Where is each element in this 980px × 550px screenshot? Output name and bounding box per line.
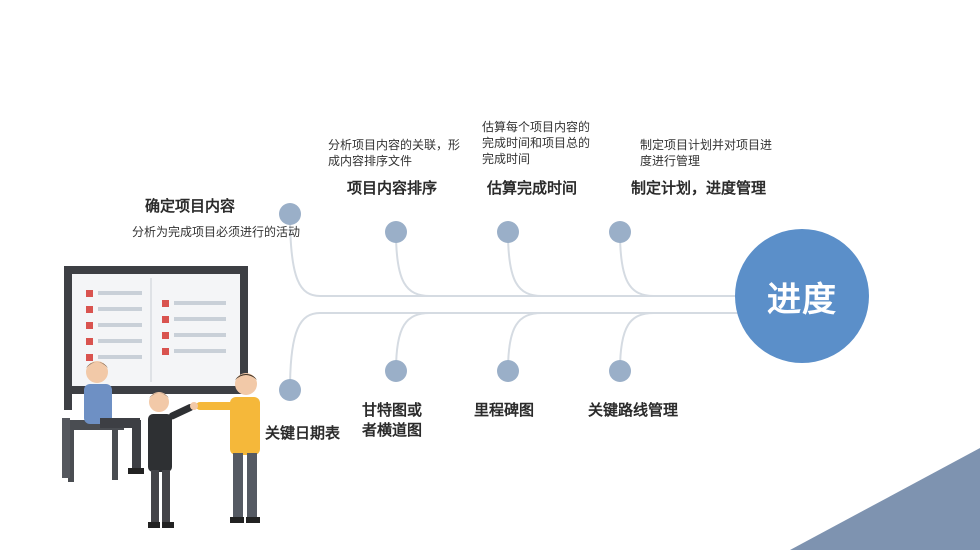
branch-bottom-2 xyxy=(395,312,431,372)
node-bottom-1 xyxy=(279,379,301,401)
top-item-2-title: 项目内容排序 xyxy=(347,179,438,197)
branch-top-4 xyxy=(619,231,655,297)
branch-top-2 xyxy=(395,231,431,297)
top-item-4-desc: 制定项目计划并对项目进度进行管理 xyxy=(640,138,773,169)
hub-label: 进度 xyxy=(767,279,837,320)
top-item-3-title: 估算完成时间 xyxy=(487,179,578,197)
node-bottom-4 xyxy=(609,360,631,382)
branch-bottom-3 xyxy=(507,312,543,372)
team-at-whiteboard-illustration xyxy=(62,266,260,528)
node-top-2 xyxy=(385,221,407,243)
branch-top-1 xyxy=(289,213,321,297)
corner-triangle-decoration xyxy=(790,448,980,550)
top-item-1-desc: 分析为完成项目必须进行的活动 xyxy=(132,225,301,239)
branch-bottom-4 xyxy=(619,312,655,372)
top-item-4-title: 制定计划，进度管理 xyxy=(631,179,767,197)
node-top-4 xyxy=(609,221,631,243)
top-item-1-title: 确定项目内容 xyxy=(145,197,236,215)
bottom-item-3-title: 里程碑图 xyxy=(474,401,535,419)
hub-circle xyxy=(735,229,869,363)
bottom-item-2-title: 甘特图或者横道图 xyxy=(362,401,423,440)
node-top-1 xyxy=(279,203,301,225)
branch-top-3 xyxy=(507,231,543,297)
top-item-3-desc: 估算每个项目内容的完成时间和项目总的完成时间 xyxy=(482,120,591,167)
bottom-item-1-title: 关键日期表 xyxy=(265,424,341,442)
node-bottom-3 xyxy=(497,360,519,382)
node-top-3 xyxy=(497,221,519,243)
bottom-item-4-title: 关键路线管理 xyxy=(588,401,679,419)
node-bottom-2 xyxy=(385,360,407,382)
branch-bottom-1 xyxy=(289,312,321,391)
top-item-2-desc: 分析项目内容的关联，形成内容排序文件 xyxy=(328,138,461,169)
